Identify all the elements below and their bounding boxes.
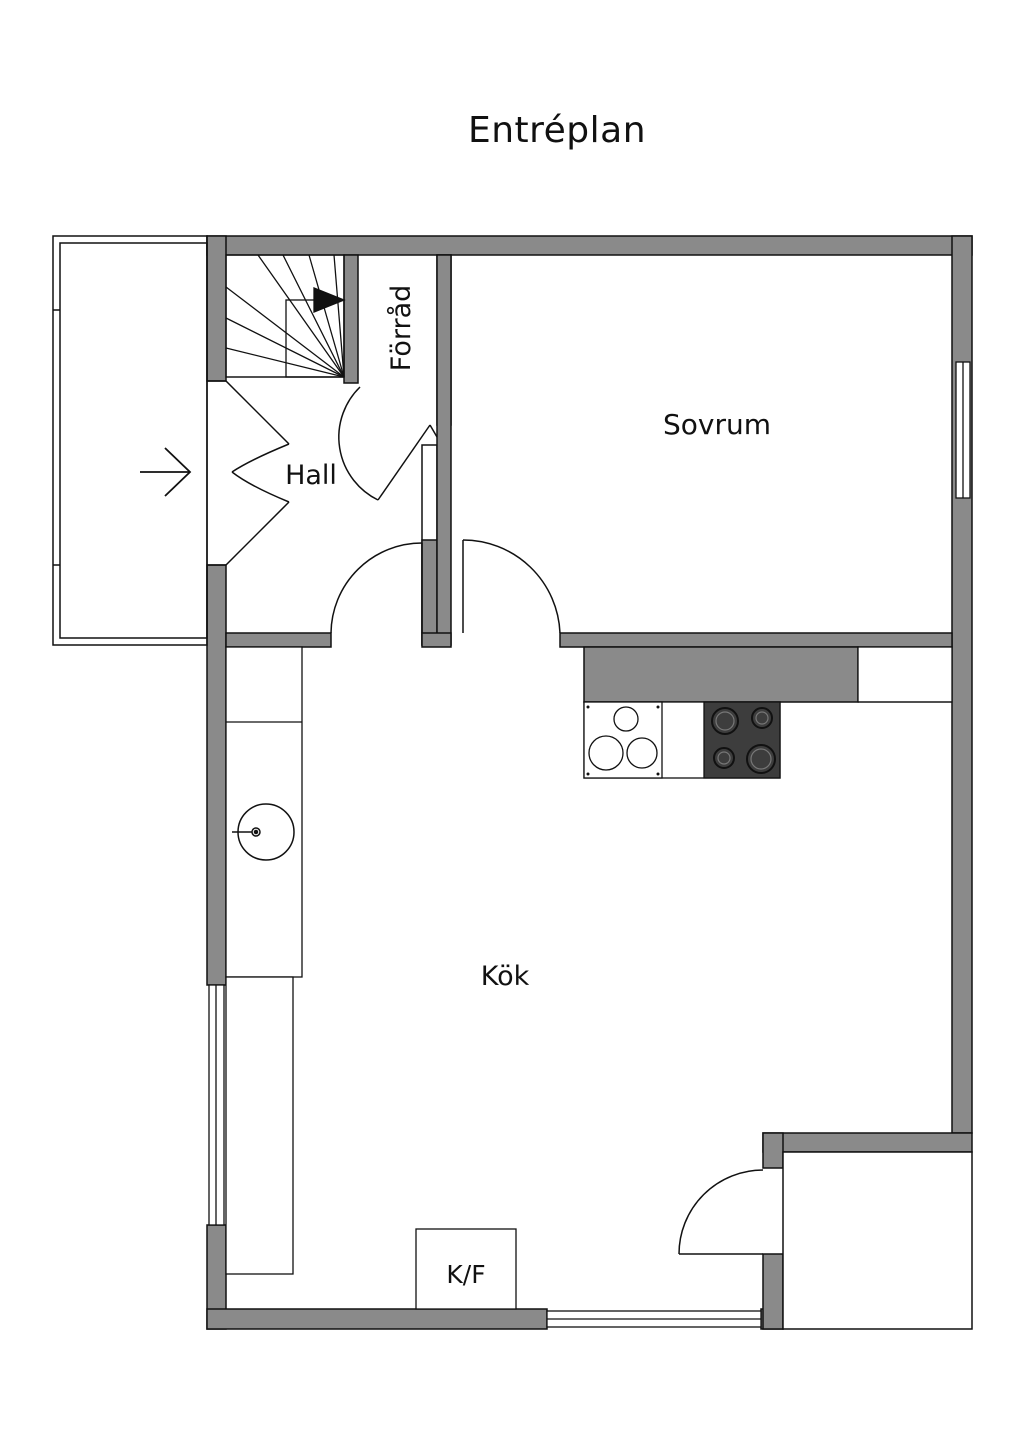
room-label-hall: Hall	[285, 460, 337, 491]
windows	[208, 361, 971, 1328]
sink-icon	[232, 803, 295, 861]
hob-icon	[583, 701, 781, 779]
staircase	[225, 254, 346, 378]
entrance-porch	[52, 235, 208, 646]
entry-arrow-icon	[140, 447, 192, 497]
interior-walls	[225, 254, 953, 703]
lower-right-door	[678, 1151, 973, 1330]
kitchen-counters	[225, 646, 953, 1275]
entrance-double-door	[207, 380, 290, 566]
page-title: Entréplan	[467, 110, 647, 151]
room-label-sovrum: Sovrum	[663, 408, 771, 441]
forrad-door	[338, 386, 438, 501]
room-label-kf: K/F	[446, 1260, 485, 1289]
fridge-freezer	[415, 1228, 517, 1310]
room-label-forrad: Förråd	[386, 285, 417, 372]
exterior-walls	[206, 235, 973, 1330]
hall-door	[330, 542, 423, 634]
stair-direction-icon	[313, 287, 346, 313]
sovrum-door	[462, 539, 561, 634]
room-label-kok: Kök	[481, 961, 530, 992]
